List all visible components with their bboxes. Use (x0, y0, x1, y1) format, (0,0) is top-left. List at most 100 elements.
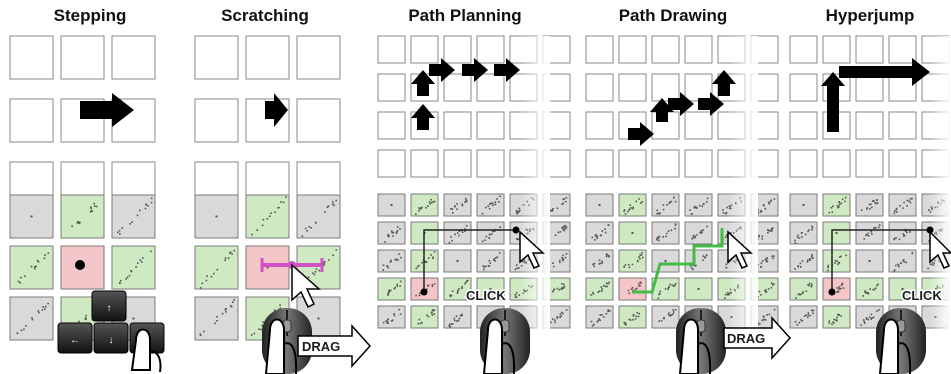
overview-grid (9, 35, 156, 206)
overview-cell (377, 35, 406, 64)
overview-cell (651, 73, 680, 102)
drawn-path-line (632, 228, 724, 294)
overview-cell (377, 111, 406, 140)
matrix-grid (9, 194, 156, 341)
matrix-cell (822, 277, 851, 301)
click-label: CLICK (466, 288, 506, 303)
matrix-cell (111, 245, 156, 290)
overview-cell (296, 35, 341, 80)
panel-scratching: DRAG (194, 35, 372, 374)
matrix-cell (245, 194, 290, 239)
matrix-cell (443, 305, 472, 329)
matrix-cell (194, 245, 239, 290)
overview-cell (855, 73, 884, 102)
panel-hyperjump: CLICK (789, 35, 951, 374)
matrix-cell (377, 305, 406, 329)
overview-cell (443, 35, 472, 64)
overview-cell (476, 111, 505, 140)
cursor-icon (727, 230, 753, 269)
overview-cell (245, 35, 290, 80)
overview-cell (111, 35, 156, 80)
overview-cell (888, 111, 917, 140)
matrix-cell (651, 305, 680, 329)
overview-cell (410, 35, 439, 64)
right-fade (728, 36, 758, 366)
drag-label: DRAG (302, 339, 340, 354)
cursor-icon (519, 230, 545, 269)
overview-cell (9, 98, 54, 143)
matrix-cell (684, 193, 713, 217)
matrix-cell (888, 193, 917, 217)
matrix-cell (618, 249, 647, 273)
overview-cell (651, 35, 680, 64)
matrix-cell (789, 277, 818, 301)
svg-text:↑: ↑ (107, 303, 112, 314)
jump-arrows (821, 58, 930, 132)
overview-cell (585, 35, 614, 64)
click-label: CLICK (902, 288, 942, 303)
matrix-grid (585, 193, 779, 329)
overview-cell (585, 111, 614, 140)
overview-cell (888, 73, 917, 102)
matrix-cell (789, 221, 818, 245)
jump-line (828, 226, 934, 296)
matrix-cell (377, 277, 406, 301)
overview-grid (194, 35, 341, 206)
plan-line (420, 226, 520, 296)
drag-arrow-icon: DRAG (297, 324, 372, 368)
overview-cell (822, 149, 851, 178)
overview-cell (888, 149, 917, 178)
panel-path-planning: CLICK (377, 35, 571, 374)
path-arrows (411, 58, 520, 130)
overview-cell (789, 149, 818, 178)
overview-cell (377, 73, 406, 102)
matrix-cell (684, 249, 713, 273)
panel-title-hyperjump: Hyperjump (825, 6, 915, 25)
drag-label: DRAG (727, 331, 765, 346)
arrow-right-icon (80, 93, 134, 127)
overview-cell (684, 149, 713, 178)
arrow-key-cluster-icon: ↑ ← ↓ (57, 290, 165, 354)
panel-title-stepping: Stepping (53, 6, 127, 25)
overview-cell (855, 35, 884, 64)
overview-cell (888, 35, 917, 64)
matrix-cell (194, 296, 239, 341)
hand-icon (130, 328, 162, 373)
matrix-cell (651, 193, 680, 217)
overview-cell (684, 35, 713, 64)
matrix-cell (684, 221, 713, 245)
matrix-cell (410, 193, 439, 217)
panel-title-path-planning: Path Planning (408, 6, 522, 25)
overview-cell (194, 98, 239, 143)
overview-cell (585, 73, 614, 102)
overview-grid (789, 35, 950, 178)
overview-cell (443, 73, 472, 102)
overview-cell (789, 35, 818, 64)
arrow-right-icon (265, 93, 288, 127)
matrix-cell (618, 193, 647, 217)
overview-cell (789, 73, 818, 102)
matrix-cell (9, 245, 54, 290)
panel-path-drawing: DRAG (585, 35, 792, 374)
overview-cell (476, 149, 505, 178)
matrix-grid (789, 193, 950, 329)
overview-cell (476, 35, 505, 64)
panel-title-scratching: Scratching (221, 6, 309, 25)
overview-cell (194, 35, 239, 80)
hand-icon (878, 318, 912, 374)
overview-cell (60, 35, 105, 80)
overview-cell (443, 111, 472, 140)
overview-cell (410, 149, 439, 178)
cursor-dot (75, 260, 85, 270)
matrix-cell (888, 221, 917, 245)
overview-cell (476, 73, 505, 102)
hand-icon (482, 318, 516, 374)
right-fade (520, 36, 550, 366)
overview-cell (9, 35, 54, 80)
cursor-icon (291, 263, 321, 309)
matrix-cell (789, 305, 818, 329)
overview-cell (822, 35, 851, 64)
matrix-cell (585, 277, 614, 301)
overview-cell (296, 98, 341, 143)
